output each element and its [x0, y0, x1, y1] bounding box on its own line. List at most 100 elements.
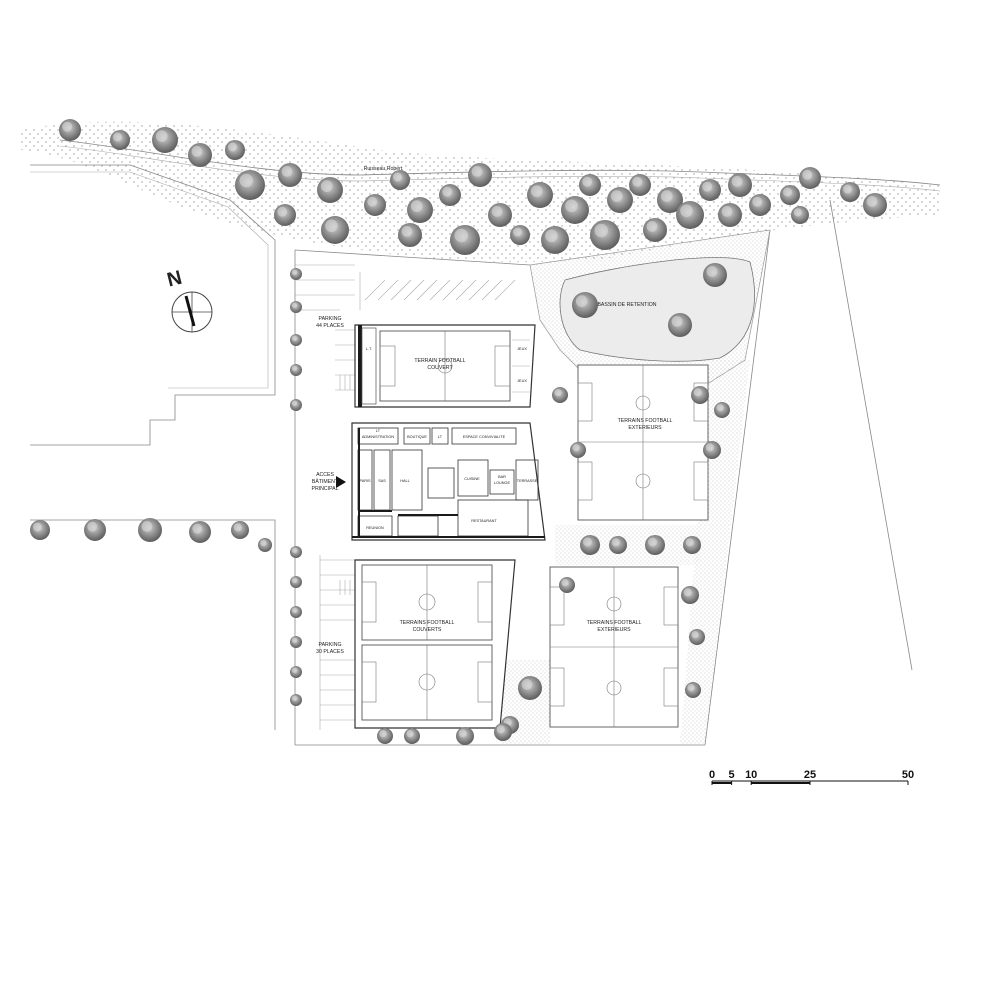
west-parking-stalls [295, 264, 355, 730]
tree-highlight [575, 295, 588, 307]
tree-highlight [671, 316, 683, 327]
scale-bar-label: 0 [709, 769, 715, 781]
tree-highlight [192, 523, 203, 534]
tree-highlight [496, 725, 505, 734]
tree-highlight [491, 206, 503, 217]
tree-highlight [260, 539, 267, 547]
tree-highlight [632, 176, 643, 187]
outdoor-fields-bottom-label-1: TERRAINS FOOTBALL [587, 620, 642, 626]
covered-field-label-2: COUVERT [427, 365, 453, 371]
covered-fields-bottom [354, 559, 516, 729]
tree-highlight [291, 547, 298, 553]
tree-highlight [513, 227, 522, 237]
tree-highlight [410, 200, 423, 212]
tree-highlight [406, 730, 414, 738]
tree-highlight [141, 521, 153, 532]
mid-green-strip [555, 525, 700, 565]
tree-highlight [660, 190, 673, 202]
bar-label-2: LOUNGE [494, 481, 511, 485]
outdoor-fields-top-label-2: EXTERIEURS [628, 425, 662, 431]
tree-highlight [706, 266, 718, 277]
tree-highlight [393, 172, 402, 182]
tree-highlight [325, 219, 338, 233]
site-boundary-left [30, 164, 276, 446]
tree-highlight [320, 180, 333, 192]
tree-highlight [33, 522, 42, 532]
scale-bar-segment [712, 782, 732, 784]
outdoor-fields-top [577, 364, 709, 521]
reunion-label: REUNION [366, 526, 384, 530]
tree-highlight [239, 173, 253, 188]
tree-highlight [545, 229, 558, 243]
tree-highlight [702, 181, 713, 192]
lt-field-label: L.T. [366, 347, 372, 351]
tree-highlight [191, 146, 203, 157]
tree-highlight [561, 579, 569, 587]
lt-building-label-1: LT [376, 429, 381, 433]
tree-highlight [687, 684, 695, 692]
tree-highlight [291, 365, 298, 371]
tree-highlight [691, 631, 699, 639]
tree-highlight [155, 130, 168, 142]
tree-highlight [583, 537, 592, 547]
angled-parking [359, 272, 516, 310]
tree-highlight [683, 588, 692, 597]
tree-highlight [721, 206, 733, 217]
tree-highlight [401, 226, 413, 237]
tree-highlight [291, 695, 298, 701]
outdoor-fields-bottom [549, 566, 679, 728]
tree-highlight [233, 523, 242, 532]
lt-building-label-2: LT [438, 435, 443, 439]
parking-44-label-2: 44 PLACES [316, 323, 344, 329]
scale-bar-label: 5 [729, 769, 735, 781]
tree-highlight [291, 577, 298, 583]
administration-label: ADMINISTRATION [362, 435, 394, 439]
cuisine-label: CUISINE [464, 477, 480, 481]
basin-label: BASSIN DE RETENTION [597, 302, 656, 308]
east-green-strip [680, 360, 750, 745]
tree-highlight [685, 538, 694, 547]
games-bottom-label: JEUX [517, 379, 527, 383]
scale-bar-label: 10 [745, 769, 757, 781]
tree-highlight [277, 206, 288, 217]
scale-bar-label: 25 [804, 769, 816, 781]
tree-highlight [731, 176, 743, 187]
tree-highlight [680, 204, 693, 218]
tree-highlight [611, 538, 620, 547]
tree-highlight [367, 196, 378, 207]
covered-field-label-1: TERRAIN FOOTBALL [414, 358, 465, 364]
tree-highlight [693, 388, 702, 397]
tree-highlight [291, 335, 298, 341]
sas-label: SAS [378, 479, 386, 483]
tree-highlight [582, 176, 593, 187]
tree-highlight [783, 187, 792, 197]
north-arrow [171, 291, 213, 333]
access-label-2: BÂTIMENT [312, 478, 339, 485]
tree-highlight [458, 729, 467, 738]
tree-highlight [565, 199, 578, 213]
tree-highlight [716, 404, 724, 412]
covered-field-top [354, 324, 536, 408]
tree-highlight [471, 166, 483, 177]
access-label-3: PRINCIPAL [311, 486, 338, 492]
basin-water [559, 257, 755, 362]
scale-bar-segment [751, 782, 810, 784]
access-label-1: ACCES [316, 472, 334, 478]
parking-44-label-1: PARKING [319, 316, 342, 322]
site-boundary-lower-left [30, 519, 276, 730]
tree-highlight [62, 121, 73, 132]
north-label: N [165, 267, 184, 292]
main-building [351, 422, 546, 541]
tree-highlight [802, 169, 813, 180]
paris-label: PARIS [359, 479, 371, 483]
scale-bar: 0 5 10 25 50 [709, 769, 914, 785]
woodland-band [20, 121, 940, 263]
tree-highlight [646, 221, 658, 232]
tree-highlight [843, 184, 852, 194]
access-arrow [336, 476, 346, 488]
scale-bar-label: 50 [902, 769, 914, 781]
tree-highlight [291, 607, 298, 613]
parking-30-label-2: 30 PLACES [316, 649, 344, 655]
tree-highlight [291, 400, 298, 406]
